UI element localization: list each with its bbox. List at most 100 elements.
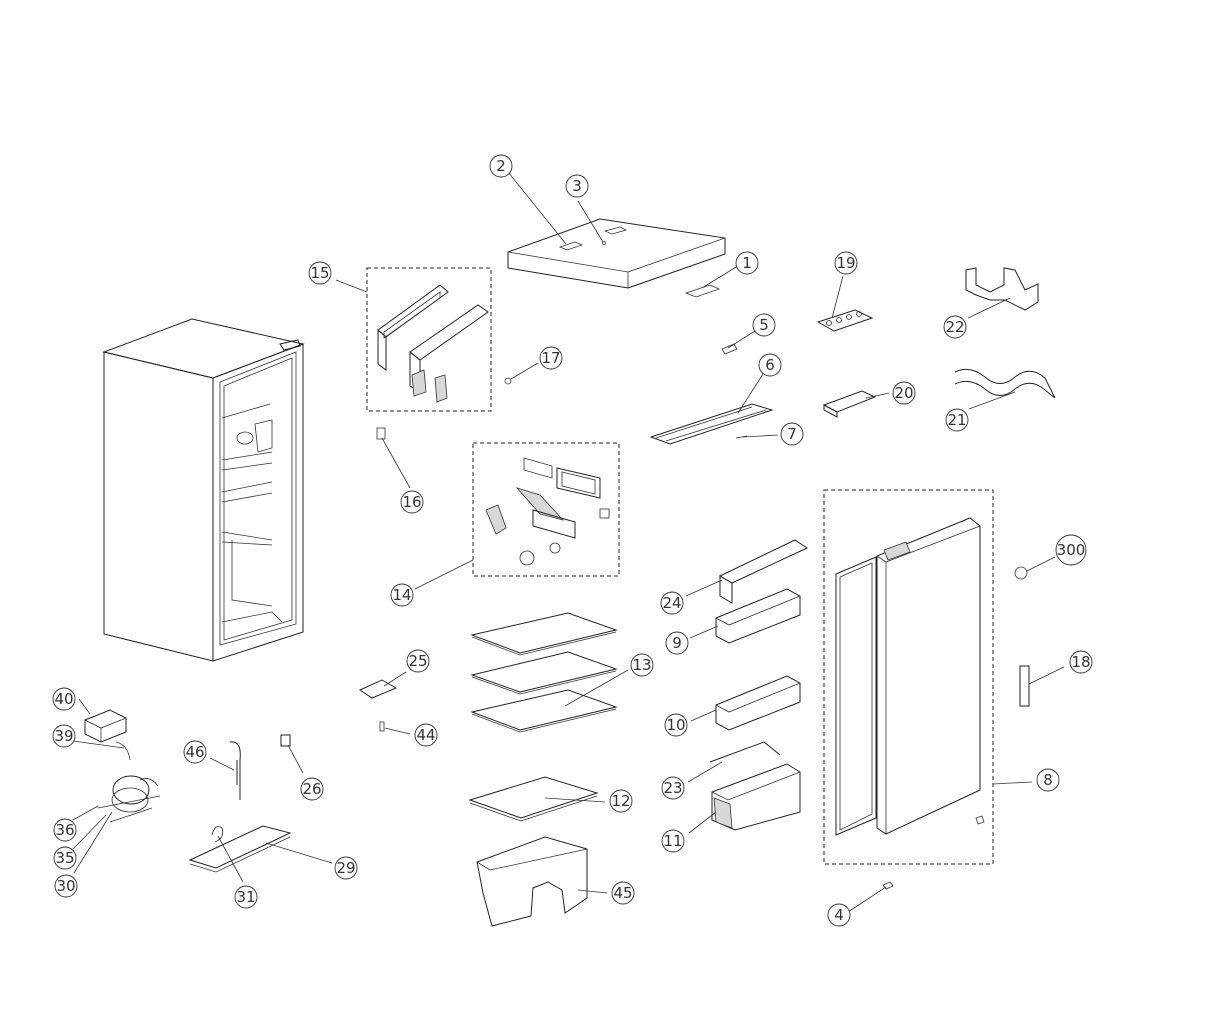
svg-text:30: 30 [56, 877, 75, 895]
wine-rack-21 [954, 368, 1056, 399]
callout-21: 21 [945, 408, 969, 432]
svg-text:40: 40 [54, 690, 73, 708]
crisper-drawer-45 [476, 836, 588, 927]
callout-19: 19 [834, 251, 858, 275]
callout-12: 12 [609, 789, 633, 813]
callout-22: 22 [943, 315, 967, 339]
callout-16: 16 [400, 490, 424, 514]
relay-box-40 [84, 709, 127, 743]
callout-26: 26 [300, 777, 324, 801]
callout-5: 5 [752, 313, 776, 337]
svg-text:36: 36 [55, 821, 74, 839]
svg-text:29: 29 [336, 859, 355, 877]
svg-text:44: 44 [416, 726, 435, 744]
cable-39 [115, 741, 131, 761]
glass-shelves [470, 612, 618, 733]
svg-text:10: 10 [666, 716, 685, 734]
svg-text:18: 18 [1071, 653, 1090, 671]
door-group-box [823, 489, 994, 865]
svg-text:300: 300 [1057, 541, 1086, 559]
svg-text:4: 4 [834, 906, 844, 924]
callout-24: 24 [660, 591, 684, 615]
bracket-16 [376, 427, 386, 440]
svg-text:19: 19 [836, 254, 855, 272]
svg-text:17: 17 [541, 349, 560, 367]
svg-text:14: 14 [392, 586, 411, 604]
filter-drier-26 [280, 734, 291, 747]
cabinet-body [102, 318, 305, 662]
base-plate-29 [188, 825, 292, 873]
svg-text:20: 20 [894, 384, 913, 402]
svg-text:45: 45 [613, 884, 632, 902]
door-bin-10 [715, 675, 801, 731]
svg-text:11: 11 [663, 832, 682, 850]
callout-13: 13 [630, 653, 654, 677]
screw-44 [379, 721, 385, 732]
svg-text:2: 2 [496, 157, 506, 175]
callout-45: 45 [611, 881, 635, 905]
callout-7: 7 [780, 422, 804, 446]
svg-text:26: 26 [302, 780, 321, 798]
callout-8: 8 [1036, 768, 1060, 792]
screw-7 [735, 435, 748, 439]
ice-tray-6 [649, 403, 774, 445]
callout-39: 39 [52, 724, 76, 748]
callout-30: 30 [54, 874, 78, 898]
top-cover [507, 218, 726, 289]
callout-17: 17 [539, 346, 563, 370]
svg-text:46: 46 [185, 743, 204, 761]
svg-text:3: 3 [572, 177, 582, 195]
freezer-door [377, 284, 489, 403]
hinge-pin-17 [504, 377, 512, 385]
egg-tray-19 [816, 309, 874, 332]
door-bin-9 [715, 588, 801, 644]
control-assembly [485, 457, 610, 566]
callout-29: 29 [334, 856, 358, 880]
callout-3: 3 [565, 174, 589, 198]
foot-300 [1014, 566, 1028, 580]
callout-1: 1 [735, 251, 759, 275]
svg-text:23: 23 [663, 779, 682, 797]
thermostat-probe-46 [229, 741, 241, 800]
callout-35: 35 [53, 846, 77, 870]
svg-text:6: 6 [765, 356, 775, 374]
control-group-box [472, 442, 620, 577]
label-plate [684, 284, 721, 298]
svg-text:35: 35 [55, 849, 74, 867]
callout-14: 14 [390, 583, 414, 607]
hinge-bracket-5 [721, 343, 738, 355]
svg-text:7: 7 [787, 425, 797, 443]
callout-44: 44 [414, 723, 438, 747]
svg-text:15: 15 [310, 264, 329, 282]
callout-23: 23 [661, 776, 685, 800]
callout-20: 20 [892, 381, 916, 405]
handle-18 [1019, 665, 1030, 707]
svg-text:16: 16 [402, 493, 421, 511]
callout-36: 36 [53, 818, 77, 842]
callout-15: 15 [308, 261, 332, 285]
svg-text:31: 31 [236, 888, 255, 906]
svg-text:25: 25 [408, 652, 427, 670]
leader-lines [72, 171, 1065, 913]
svg-text:39: 39 [54, 727, 73, 745]
crisper-cover-12 [468, 776, 599, 822]
ice-cube-tray-20 [822, 390, 877, 418]
callout-11: 11 [661, 829, 685, 853]
svg-text:12: 12 [611, 792, 630, 810]
svg-text:8: 8 [1043, 771, 1053, 789]
svg-text:24: 24 [662, 594, 681, 612]
svg-text:9: 9 [672, 634, 682, 652]
main-door [835, 517, 985, 836]
door-shelf-24 [718, 539, 809, 604]
callout-4: 4 [827, 903, 851, 927]
svg-text:5: 5 [759, 316, 769, 334]
callout-10: 10 [664, 713, 688, 737]
callout-31: 31 [234, 885, 258, 909]
callout-2: 2 [489, 154, 513, 178]
callout-300: 300 [1055, 534, 1087, 566]
door-guard-23 [709, 741, 781, 763]
callout-18: 18 [1069, 650, 1093, 674]
callout-9: 9 [665, 631, 689, 655]
svg-text:21: 21 [947, 411, 966, 429]
